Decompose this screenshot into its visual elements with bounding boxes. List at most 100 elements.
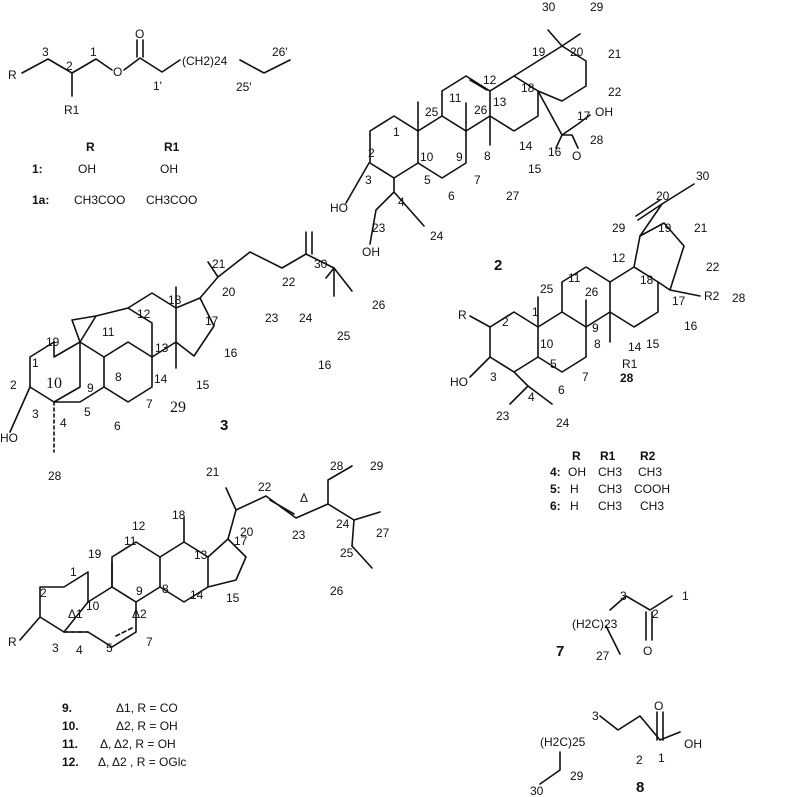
exocyclic-double — [305, 231, 313, 255]
compound2-label-oh-23: OH — [362, 245, 380, 259]
ring-d — [489, 75, 539, 132]
compound1-row1-r: OH — [78, 162, 96, 176]
ring-d — [175, 297, 215, 357]
lupane-row1-r1: CH3 — [598, 465, 622, 479]
compound2-label-7: 7 — [474, 173, 481, 187]
lupane-label-8: 8 — [594, 337, 601, 351]
ring-e — [207, 538, 247, 588]
r-bond — [19, 616, 41, 641]
compound2-label-O-acid: O — [572, 149, 581, 163]
bond — [123, 57, 181, 73]
compound1-table-header-R: R — [86, 140, 95, 154]
lupane-label-26: 26 — [585, 285, 599, 299]
double-bond-22 — [269, 499, 295, 515]
compound2-label-3: 3 — [365, 173, 372, 187]
compound-1-structure — [21, 39, 291, 97]
lupane-label-14: 14 — [628, 340, 642, 354]
lupane-label-3: 3 — [490, 370, 497, 384]
sterol-label-13: 13 — [194, 548, 208, 562]
sterol-structure — [19, 465, 381, 648]
compound2-label-17: 17 — [577, 109, 591, 123]
lupane-label-11: 11 — [568, 271, 581, 285]
delta2-dash — [115, 627, 133, 637]
compound3-label-7: 7 — [146, 397, 153, 411]
compound3-label-8: 8 — [115, 370, 122, 384]
compound1-row2-r: CH3COO — [74, 193, 125, 207]
sterol-label-21: 21 — [206, 465, 220, 479]
compound7-label-1: 1 — [682, 589, 689, 603]
compound1-label-1: 1 — [90, 45, 97, 59]
ring-b — [537, 311, 587, 373]
compound8-label-2: 2 — [636, 753, 643, 767]
sterol-label-24: 24 — [336, 517, 350, 531]
compound3-label-26: 26 — [372, 298, 386, 312]
compound1-label-O-carbonyl: O — [135, 27, 144, 41]
lupane-structure — [469, 183, 701, 405]
sterol-label-14: 14 — [190, 588, 204, 602]
lupane-row1-r2: CH3 — [638, 465, 662, 479]
sterol-label-11: 11 — [124, 534, 137, 548]
lupane-label-30: 30 — [696, 169, 710, 183]
compound2-label-oh-acid: OH — [595, 105, 613, 119]
compound2-label-28: 28 — [590, 133, 604, 147]
compound8-label-30: 30 — [530, 784, 544, 797]
compound2-label-10: 10 — [420, 150, 434, 164]
compound1-label-1prime: 1' — [153, 79, 162, 93]
compound2-label-20: 20 — [570, 45, 584, 59]
compound-8-structure — [539, 711, 681, 785]
compound3-label-13: 13 — [155, 341, 169, 355]
lupane-label-25: 25 — [540, 282, 554, 296]
compound3-label-4: 4 — [60, 416, 67, 430]
compound2-label-18: 18 — [521, 81, 535, 95]
ho-bond — [469, 356, 491, 378]
compound8-label-1: 1 — [658, 751, 665, 765]
bond — [539, 751, 561, 785]
ring-c — [441, 75, 491, 132]
bond — [609, 595, 673, 611]
compound3-label-18: 18 — [168, 293, 182, 307]
compound3-label-30: 30 — [314, 257, 328, 271]
lupane-row3-id: 6: — [550, 499, 561, 513]
bond — [605, 625, 621, 655]
isopropyl — [351, 511, 381, 569]
bond — [239, 59, 291, 74]
compound7-label-O: O — [643, 644, 652, 658]
compound3-label-19: 19 — [46, 335, 60, 349]
compound1-row2-id: 1a: — [32, 193, 49, 207]
sterol-label-28: 28 — [330, 459, 344, 473]
lupane-label-21: 21 — [694, 221, 708, 235]
lupane-label-23: 23 — [496, 409, 510, 423]
compound3-label-9: 9 — [87, 381, 94, 395]
c23-bond — [369, 177, 395, 245]
lupane-label-29: 29 — [612, 221, 626, 235]
oh-bond-3 — [345, 162, 370, 204]
compound8-label-OH: OH — [684, 737, 702, 751]
compound2-label-4: 4 — [398, 195, 405, 209]
methyl-bonds — [537, 289, 701, 343]
compound3-label-3: 3 — [32, 407, 39, 421]
compound7-label-2: 2 — [652, 607, 659, 621]
ring-a — [489, 311, 539, 373]
lupane-label-1: 1 — [532, 305, 539, 319]
compound1-label-ch2-chain: (CH2)24 — [182, 54, 228, 68]
sterol-label-2: 2 — [40, 586, 47, 600]
compound2-label-9: 9 — [456, 150, 463, 164]
sterol-row3-desc: Δ, Δ2, R = OH — [100, 737, 176, 751]
ring-e — [513, 45, 587, 102]
gem-dimethyl — [509, 371, 553, 405]
sterol-label-19: 19 — [88, 547, 102, 561]
compound1-row2-r1: CH3COO — [146, 193, 197, 207]
double-bond-12-13 — [469, 79, 488, 91]
ring-c — [95, 292, 177, 358]
compound2-label-ho: HO — [330, 201, 348, 215]
methyl-bonds — [417, 29, 581, 146]
ring-d — [159, 541, 209, 603]
compound7-label-chain: (H2C)23 — [572, 617, 618, 631]
side-chain — [111, 487, 355, 588]
lupane-label-16: 16 — [684, 319, 698, 333]
compound2-label-12: 12 — [483, 73, 497, 87]
bond — [599, 715, 681, 741]
sterol-label-25: 25 — [340, 546, 354, 560]
sterol-label-4: 4 — [76, 643, 83, 657]
